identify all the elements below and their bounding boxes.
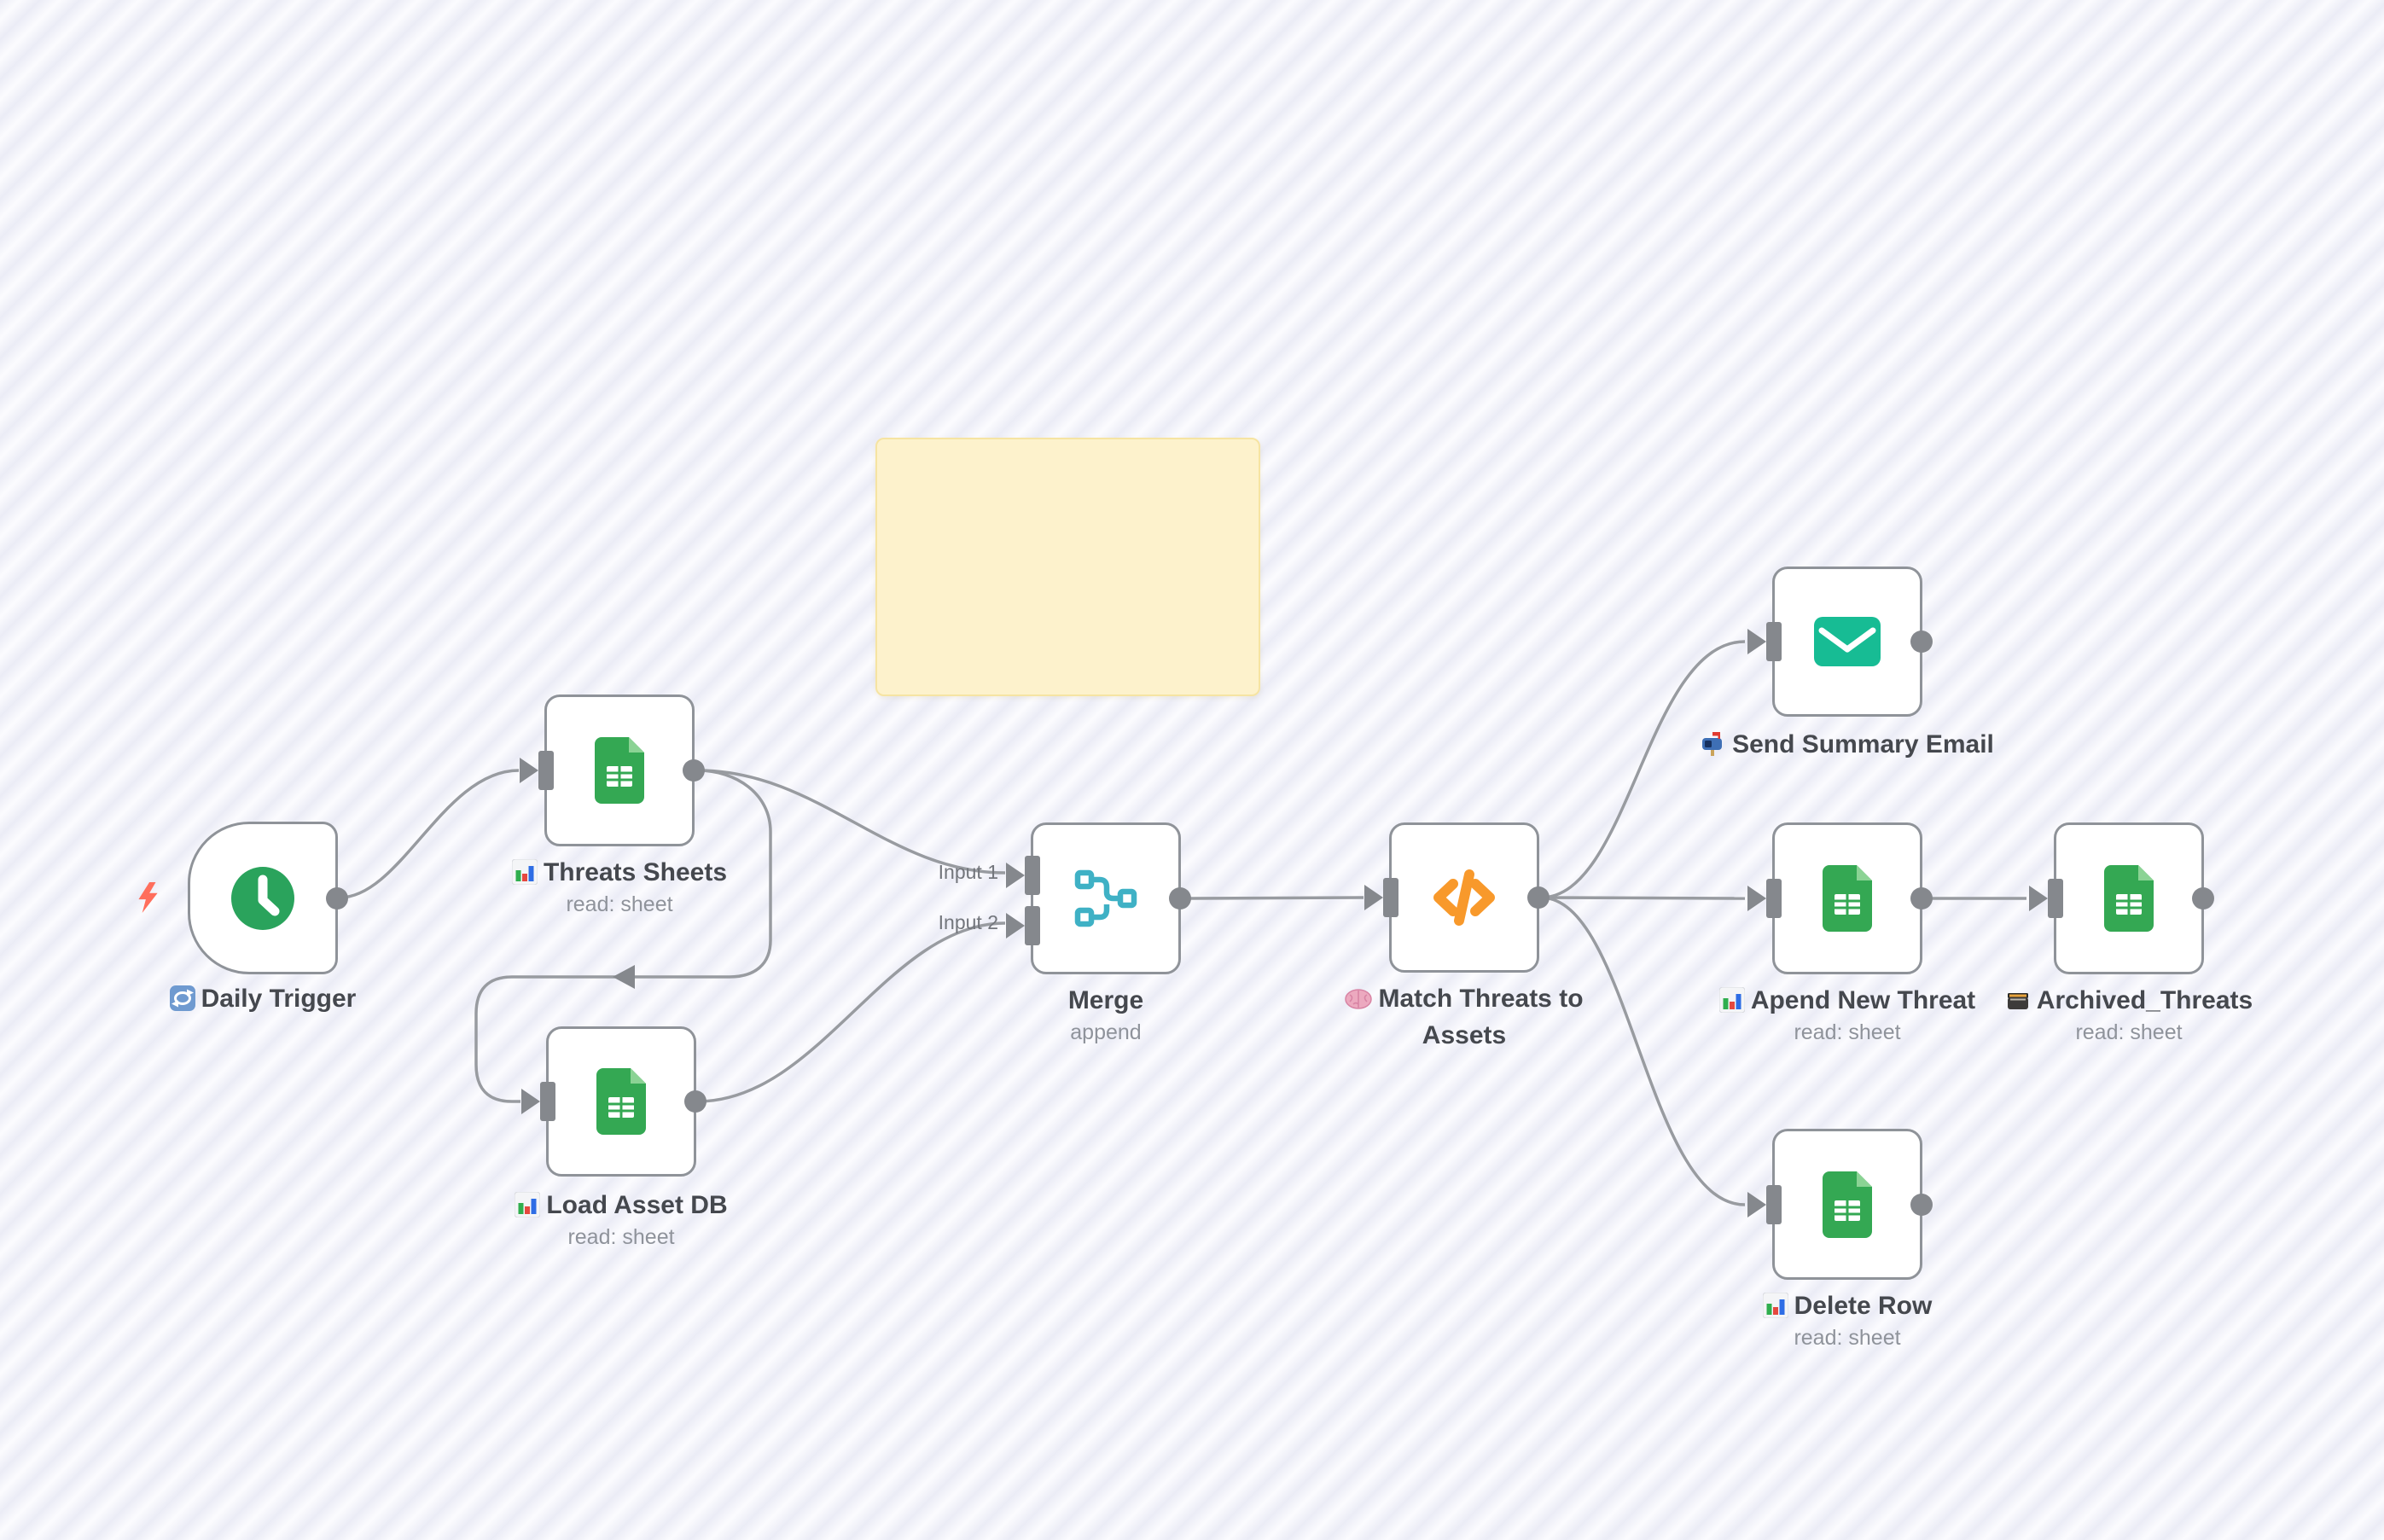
node-label-load-asset-db: Load Asset DB	[451, 1189, 792, 1226]
google-sheets-icon	[1823, 865, 1872, 932]
brain-icon	[1345, 987, 1373, 1020]
node-match-threats-to-assets[interactable]	[1364, 822, 1550, 973]
node-apend-new-threat[interactable]	[1747, 822, 1933, 974]
node-subtitle-merge: append	[1070, 1020, 1142, 1044]
output-port[interactable]	[1168, 886, 1192, 910]
merge-input1-label: Input 1	[938, 861, 998, 883]
node-archived-threats[interactable]	[2029, 822, 2214, 974]
output-port[interactable]	[2191, 886, 2215, 910]
node-label-daily-trigger: Daily Trigger	[92, 983, 433, 1020]
output-port[interactable]	[683, 1090, 707, 1113]
node-subtitle-load-asset-db: read: sheet	[567, 1225, 675, 1249]
input-port[interactable]	[1739, 878, 1783, 919]
execute-lightning-icon[interactable]	[135, 881, 160, 914]
input-port[interactable]	[1739, 621, 1783, 662]
code-icon	[1433, 869, 1495, 926]
output-port[interactable]	[1910, 1193, 1933, 1217]
connection-match-to-send-email[interactable]	[1540, 640, 1746, 899]
input-port[interactable]	[2021, 878, 2065, 919]
connection-load-asset-db-to-merge-input2[interactable]	[697, 921, 1006, 1103]
input-port-2[interactable]	[997, 905, 1042, 946]
node-label-match-threats: Match Threats to Assets	[1315, 983, 1614, 1051]
bar-chart-icon	[514, 1191, 541, 1226]
merge-input2-label: Input 2	[938, 911, 998, 933]
node-load-asset-db[interactable]	[521, 1026, 706, 1177]
node-threats-sheets[interactable]	[520, 694, 705, 846]
google-sheets-icon	[2104, 865, 2154, 932]
node-label-send-summary-email: Send Summary Email	[1677, 729, 2018, 765]
node-label-merge: Merge	[1067, 986, 1144, 1014]
envelope-icon	[1814, 617, 1881, 666]
output-port[interactable]	[682, 758, 706, 782]
output-port[interactable]	[1526, 886, 1550, 909]
clock-icon	[231, 866, 294, 930]
connection-threats-sheets-to-merge-input1[interactable]	[697, 769, 1006, 875]
bar-chart-icon	[1718, 986, 1746, 1021]
node-label-apend-new-threat: Apend New Threat	[1677, 985, 2018, 1021]
node-label-delete-row: Delete Row	[1677, 1290, 2018, 1327]
output-port[interactable]	[325, 886, 349, 910]
node-subtitle-threats-sheets: read: sheet	[566, 892, 673, 916]
card-file-box-icon	[2005, 987, 2031, 1021]
connection-threats-sheets-to-load-asset-db[interactable]	[474, 769, 772, 1103]
output-port[interactable]	[1910, 886, 1933, 910]
node-subtitle-apend-new-threat: read: sheet	[1794, 1020, 1901, 1044]
node-label-archived-threats: Archived_Threats	[1958, 985, 2300, 1021]
bar-chart-icon	[1762, 1292, 1789, 1327]
node-subtitle-delete-row: read: sheet	[1794, 1326, 1901, 1350]
mailbox-icon	[1701, 731, 1726, 765]
feedback-arrow-icon	[613, 965, 635, 989]
connection-trigger-to-threats-sheets[interactable]	[339, 769, 520, 899]
node-daily-trigger[interactable]	[188, 822, 348, 974]
node-send-summary-email[interactable]	[1747, 567, 1933, 717]
node-label-threats-sheets: Threats Sheets	[449, 857, 790, 893]
input-port-1[interactable]	[997, 855, 1042, 896]
google-sheets-icon	[595, 737, 644, 804]
node-merge[interactable]	[1006, 822, 1191, 974]
google-sheets-icon	[1823, 1171, 1872, 1238]
node-delete-row[interactable]	[1747, 1129, 1933, 1280]
input-port[interactable]	[1739, 1184, 1783, 1225]
repeat-icon	[169, 985, 195, 1020]
output-port[interactable]	[1910, 630, 1933, 654]
input-port[interactable]	[511, 750, 555, 791]
bar-chart-icon	[511, 858, 538, 893]
sticky-note[interactable]	[875, 438, 1260, 696]
google-sheets-icon	[596, 1068, 646, 1135]
input-port[interactable]	[1356, 877, 1400, 918]
merge-icon	[1074, 869, 1137, 927]
connection-match-to-delete-row[interactable]	[1540, 896, 1746, 1206]
node-subtitle-archived-threats: read: sheet	[2075, 1020, 2183, 1044]
input-port[interactable]	[513, 1081, 557, 1122]
